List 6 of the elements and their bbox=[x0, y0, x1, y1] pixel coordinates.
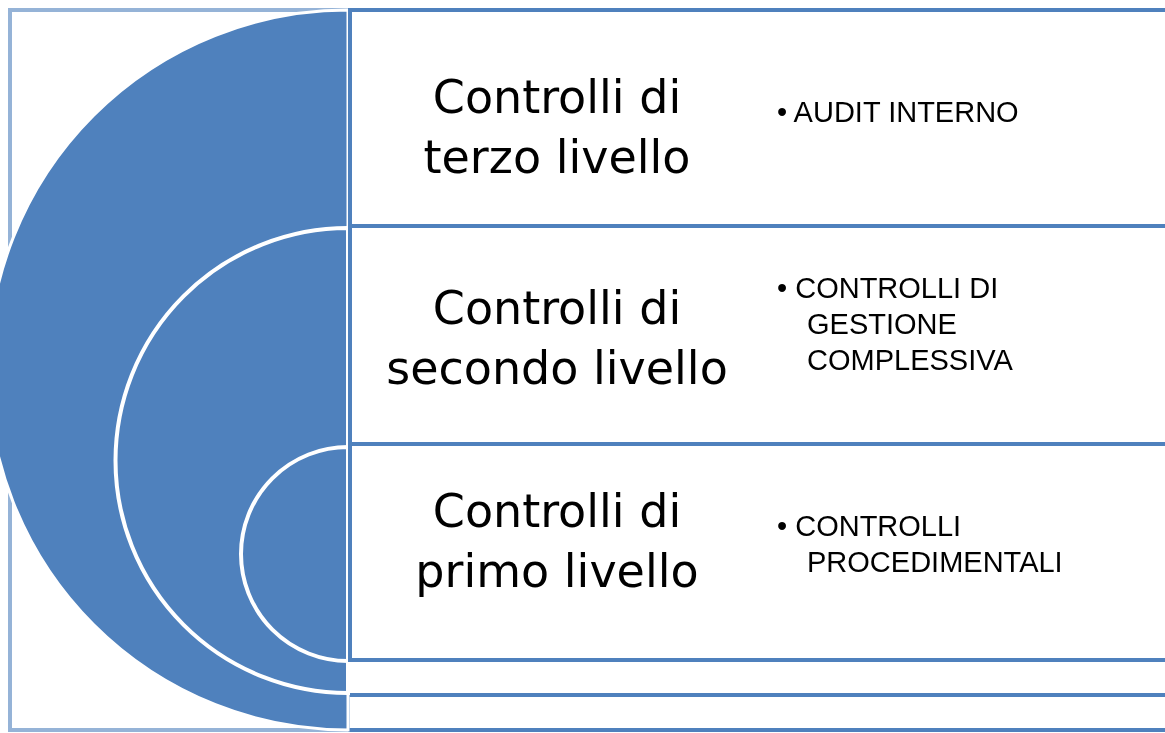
bullet-item: • AUDIT INTERNO bbox=[777, 95, 1020, 130]
level-title: Controlli di primo livello bbox=[414, 483, 700, 600]
bullet-item: • CONTROLLI PROCEDIMENTALI bbox=[777, 509, 1064, 580]
bullet-item: • CONTROLLI DI GESTIONE COMPLESSIVA bbox=[777, 271, 1014, 378]
level-title: Controlli di terzo livello bbox=[422, 69, 692, 186]
level-title: Controlli di secondo livello bbox=[385, 280, 729, 397]
